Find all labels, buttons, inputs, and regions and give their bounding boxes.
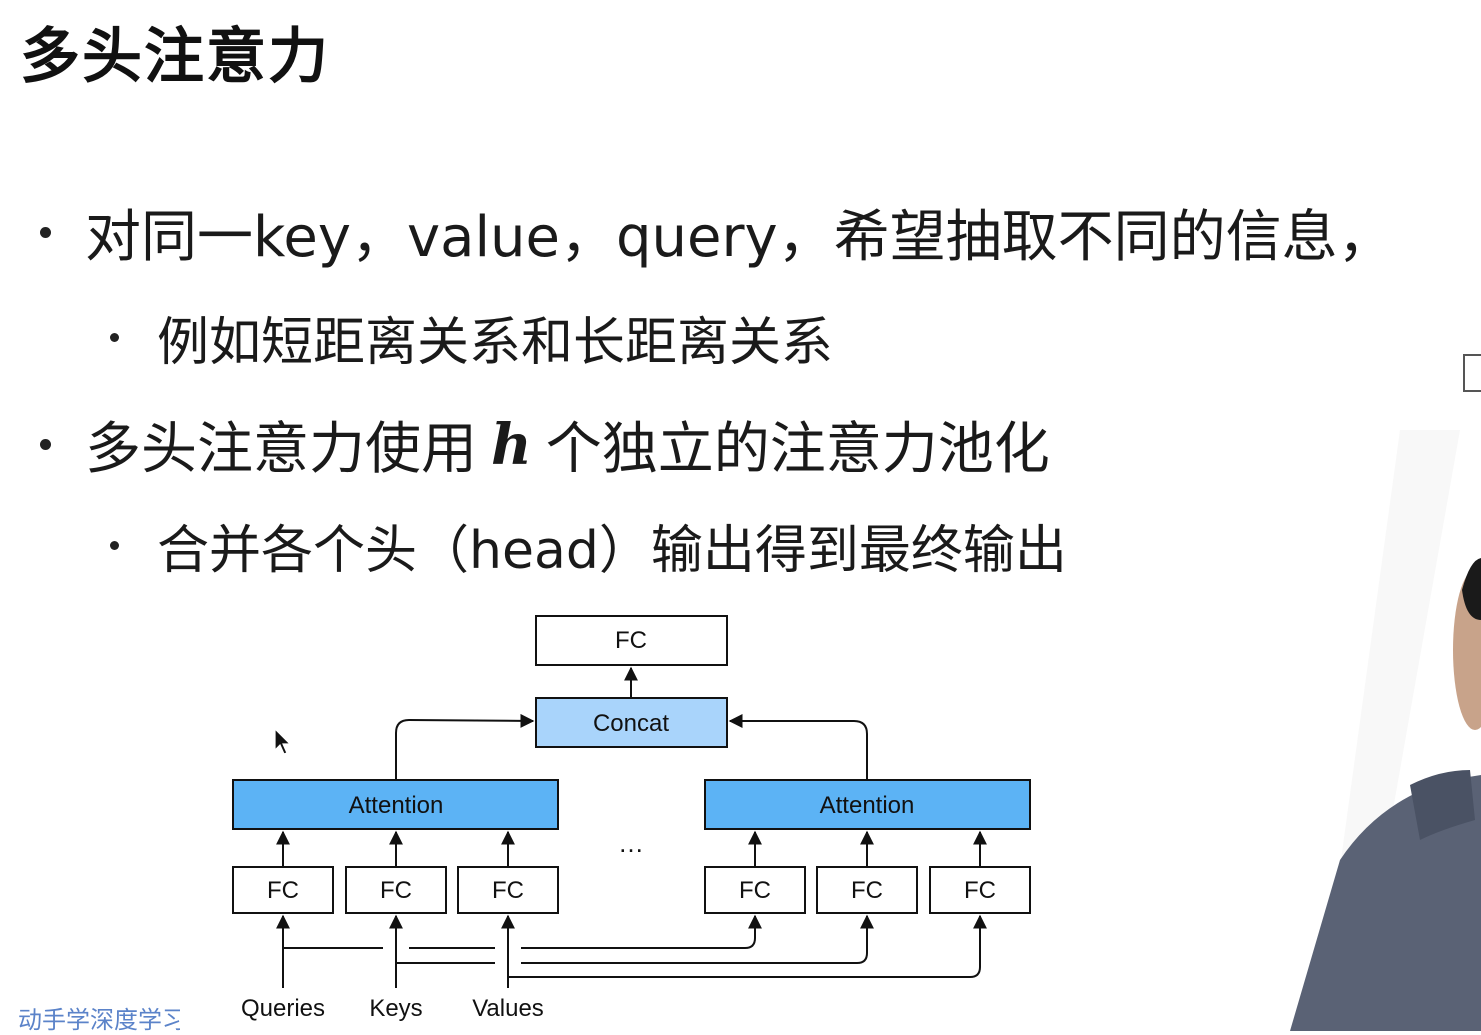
bullet-1-text: 对同一key，value，query，希望抽取不同的信息， (85, 205, 1394, 270)
attention-right-box (704, 779, 1031, 830)
fc-left-3-box (457, 866, 559, 914)
attention-left-to-concat (395, 713, 535, 779)
fc-right-2-label: FC (851, 877, 883, 904)
ellipsis: … (618, 828, 644, 858)
route-keys-to-right (396, 916, 867, 964)
bullet-2-text-pre: 多头注意力使用 (85, 417, 477, 482)
route-queries-to-right (283, 916, 755, 949)
attention-left-label: Attention (349, 792, 444, 819)
fc-right-2-box (816, 866, 918, 914)
bullet-1-sub: 例如短距离关系和长距离关系 (110, 300, 833, 375)
attention-right-label: Attention (820, 792, 915, 819)
fc-right-1-label: FC (739, 877, 771, 904)
attention-left-box (232, 779, 559, 830)
input-queries-label: Queries (241, 995, 325, 1022)
route-values-to-right (508, 914, 987, 978)
bullet-dot (40, 227, 51, 238)
input-keys-label: Keys (369, 995, 422, 1022)
bullet-2-text-post: 个独立的注意力池化 (545, 417, 1050, 482)
bullet-2: 多头注意力使用 h 个独立的注意力池化 (40, 404, 1050, 485)
bullet-1: 对同一key，value，query，希望抽取不同的信息， (40, 192, 1394, 273)
bullet-2-sub-text: 合并各个头（head）输出得到最终输出 (157, 521, 1067, 581)
fc-left-1-box (232, 866, 334, 914)
fc-left-3-label: FC (492, 877, 524, 904)
attention-right-to-concat (728, 714, 868, 779)
edge-checkbox-icon (1463, 354, 1481, 392)
top-fc-box (535, 615, 728, 666)
slide-title: 多头注意力 (20, 22, 330, 92)
bullet-1-sub-text: 例如短距离关系和长距离关系 (157, 313, 834, 373)
bullet-2-sub: 合并各个头（head）输出得到最终输出 (110, 508, 1067, 583)
presenter-video-icon (1290, 430, 1481, 1031)
input-values-label: Values (472, 995, 544, 1022)
concat-label: Concat (593, 710, 669, 737)
fc-left-2-label: FC (380, 877, 412, 904)
bullet-dot (110, 541, 119, 550)
fc-right-3-box (929, 866, 1031, 914)
fc-right-1-box (704, 866, 806, 914)
math-h: h (491, 411, 532, 478)
bullet-dot (40, 439, 51, 450)
concat-box (535, 697, 728, 748)
fc-right-3-label: FC (964, 877, 996, 904)
watermark: 动手学深度学习 (18, 1006, 180, 1034)
mouse-cursor-icon (274, 728, 292, 755)
top-fc-label: FC (615, 627, 647, 654)
fc-left-1-label: FC (267, 877, 299, 904)
bullet-dot (110, 333, 119, 342)
fc-left-2-box (345, 866, 447, 914)
